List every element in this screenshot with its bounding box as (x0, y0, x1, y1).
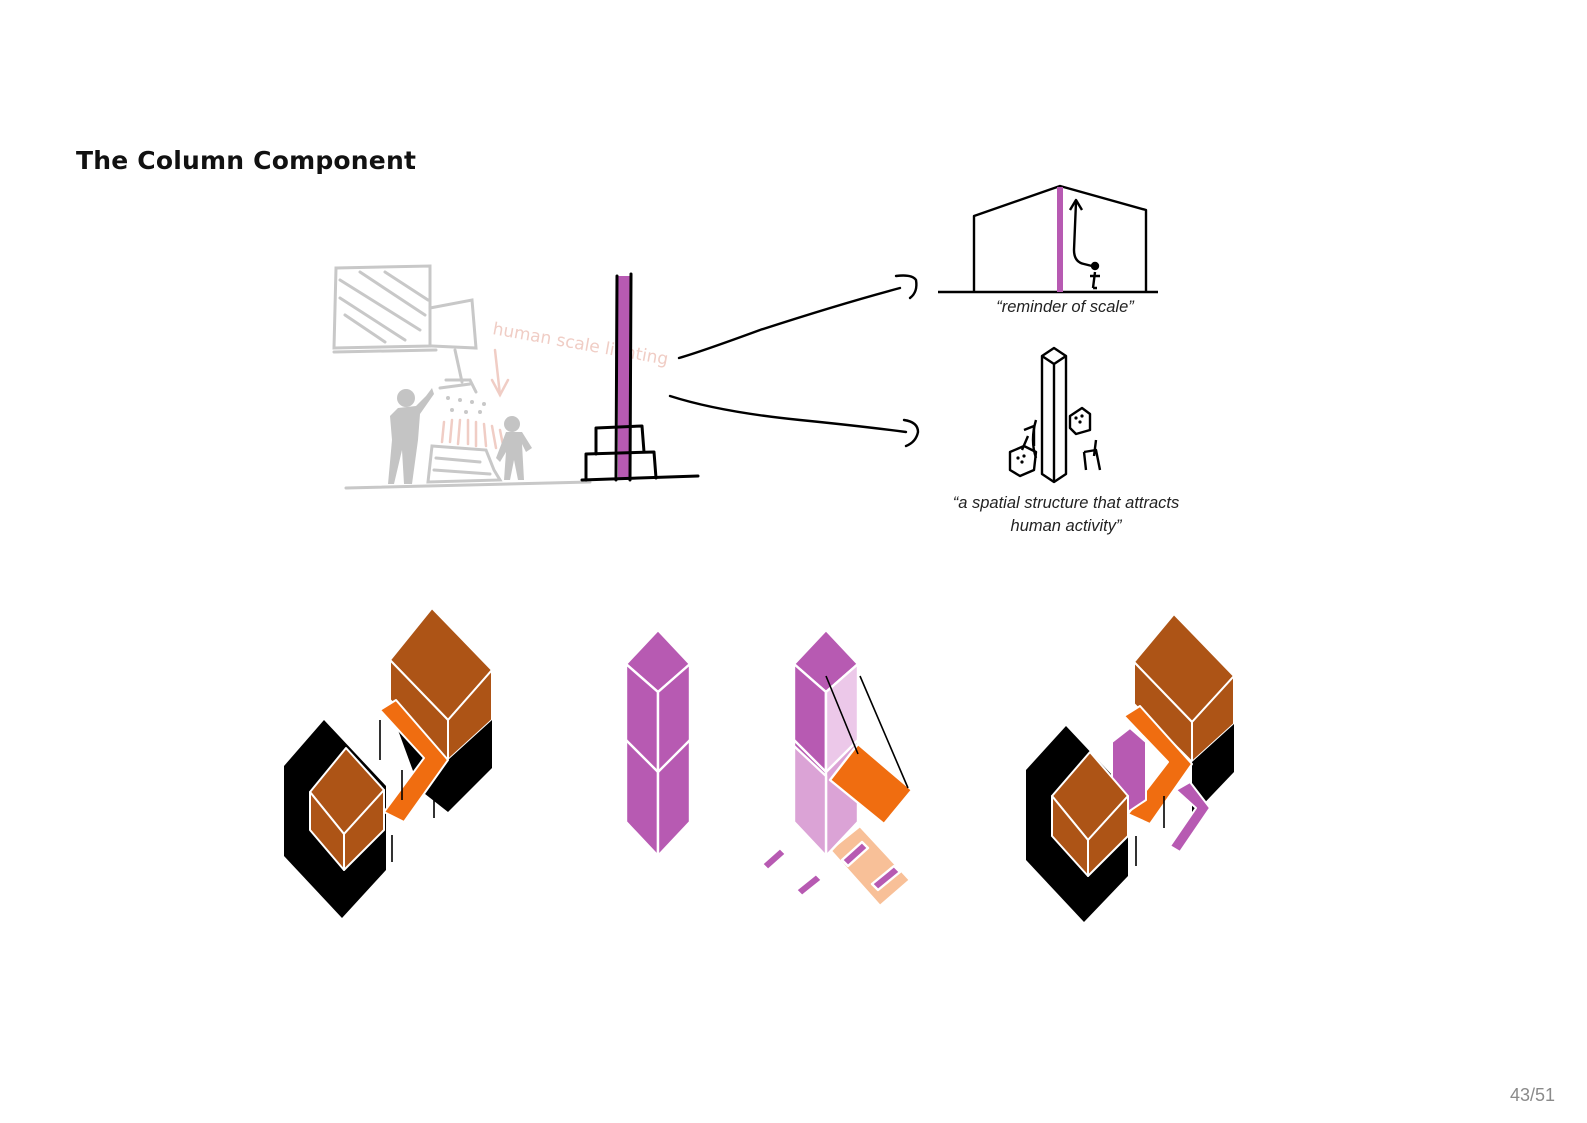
lighting-sketch (332, 264, 592, 490)
lighting-sketch-rays (440, 348, 510, 452)
canopy-cables (825, 675, 909, 789)
iso-purple-column (624, 628, 692, 858)
page-title: The Column Component (76, 146, 417, 175)
iso-left-stilts (379, 720, 435, 862)
pillar-icon-dots (1016, 414, 1084, 464)
iso-right-stilts (1135, 796, 1165, 866)
pillar-activity-icon (1008, 346, 1102, 484)
faint-handwritten-note: human scale lighting (491, 319, 670, 370)
scale-house-icon (938, 184, 1158, 294)
arrow-lines (668, 274, 920, 448)
column-sketch (580, 272, 700, 482)
caption-activity-line1: “a spatial structure that attracts (952, 494, 1180, 512)
sketch-note-text: human scale lighting (491, 319, 670, 370)
iso-column-with-canopy (760, 628, 914, 908)
lighting-sketch-dots (446, 396, 486, 414)
caption-activity-line2: human activity” (1010, 517, 1122, 535)
page-number: 43/51 (1509, 1085, 1555, 1105)
person-silhouettes (388, 388, 532, 484)
iso-block-composition-left (284, 607, 493, 918)
iso-block-composition-right (1026, 613, 1235, 922)
caption-reminder: “reminder of scale” (996, 298, 1134, 316)
caption-activity: “a spatial structure that attracts human… (930, 492, 1202, 538)
